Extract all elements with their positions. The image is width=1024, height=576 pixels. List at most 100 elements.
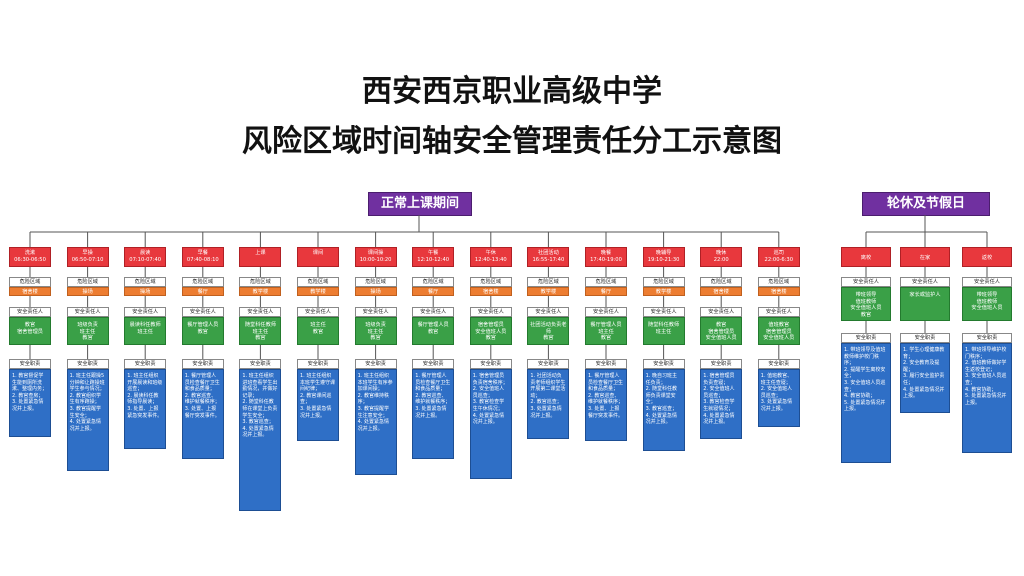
security-person-box: 带班领导值班教师安全值班人员教官 <box>841 287 891 321</box>
security-header: 安全责任人 <box>642 307 685 317</box>
period-holiday-label: 轮休及节假日 <box>862 192 990 216</box>
security-header: 安全责任人 <box>239 307 282 317</box>
security-person-box: 家长或监护人 <box>900 287 950 321</box>
time-slot-box: 在家 <box>900 247 950 267</box>
security-header: 安全责任人 <box>469 307 512 317</box>
zone-header: 危险区域 <box>527 277 570 287</box>
time-slot-box: 上课 <box>239 247 282 267</box>
zone-box: 教学楼 <box>239 287 282 296</box>
duty-header: 安全职责 <box>757 359 800 369</box>
zone-box: 宿舍楼 <box>469 287 512 296</box>
zone-box: 餐厅 <box>181 287 224 296</box>
security-header: 安全责任人 <box>757 307 800 317</box>
zone-header: 危险区域 <box>9 277 51 287</box>
duty-header: 安全职责 <box>297 359 339 369</box>
zone-header: 危险区域 <box>239 277 282 287</box>
time-slot-box: 课间 <box>297 247 339 267</box>
page-title-line1: 西安西京职业高级中学 <box>362 74 662 109</box>
security-header: 安全责任人 <box>297 307 339 317</box>
zone-header: 危险区域 <box>642 277 685 287</box>
duty-box: 1. 餐厅管理人员检查餐厅卫生和食品质量；2. 教官巡查、维护就餐秩序；3. 处… <box>585 369 627 441</box>
page-title-line2: 风险区域时间轴安全管理责任分工示意图 <box>242 124 782 159</box>
security-person-box: 带班领导值班教师安全值班人员 <box>962 287 1012 321</box>
duty-box: 1. 班主任组织本班学生遵守课间纪律；2. 教官课间巡查；3. 处置紧急情况并上… <box>297 369 339 441</box>
duty-header: 安全职责 <box>527 359 570 369</box>
duty-header: 安全职责 <box>9 359 51 369</box>
duty-header: 安全职责 <box>900 333 950 343</box>
zone-box: 宿舍楼 <box>757 287 800 296</box>
zone-box: 教学楼 <box>642 287 685 296</box>
security-header: 安全责任人 <box>900 277 950 287</box>
zone-header: 危险区域 <box>469 277 512 287</box>
security-person-box: 晨读科任教师班主任 <box>124 317 167 345</box>
security-header: 安全责任人 <box>412 307 455 317</box>
security-header: 安全责任人 <box>841 277 891 287</box>
zone-header: 危险区域 <box>354 277 397 287</box>
security-person-box: 随堂科任教师班主任教官 <box>239 317 282 345</box>
duty-box: 1. 宿舍管理员负责查寝；2. 安全值班人员巡查；3. 教官检查学生就寝情况；4… <box>700 369 743 439</box>
duty-box: 1. 班主任组织开展晨读和班级巡查；2. 晨读科任教师指导晨读；3. 处置、上报… <box>124 369 167 449</box>
zone-box: 餐厅 <box>412 287 455 296</box>
security-person-box: 值班教官宿舍管理员安全值班人员 <box>757 317 800 345</box>
duty-box: 1. 带班领导维护校门秩序；2. 值班教师做好学生返校登记；3. 安全值班人员巡… <box>962 343 1012 453</box>
duty-header: 安全职责 <box>239 359 282 369</box>
security-header: 安全责任人 <box>527 307 570 317</box>
duty-header: 安全职责 <box>124 359 167 369</box>
security-header: 安全责任人 <box>962 277 1012 287</box>
zone-header: 危险区域 <box>181 277 224 287</box>
duty-box: 1. 餐厅管理人员检查餐厅卫生和食品质量；2. 教官巡查、维护就餐秩序；3. 处… <box>181 369 224 459</box>
duty-header: 安全职责 <box>66 359 109 369</box>
zone-box: 操场 <box>124 287 167 296</box>
zone-header: 危险区域 <box>66 277 109 287</box>
security-header: 安全责任人 <box>9 307 51 317</box>
zone-header: 危险区域 <box>412 277 455 287</box>
duty-header: 安全职责 <box>642 359 685 369</box>
duty-box: 1. 值班教官、班主任查寝；2. 安全值班人员巡查；3. 处置紧急情况并上报。 <box>757 369 800 427</box>
zone-box: 宿舍楼 <box>9 287 51 296</box>
zone-box: 宿舍楼 <box>700 287 743 296</box>
security-person-box: 班主任教官 <box>297 317 339 345</box>
zone-box: 操场 <box>66 287 109 296</box>
security-header: 安全责任人 <box>66 307 109 317</box>
duty-box: 1. 带班领导及值班教师维护校门秩序；2. 提醒学生离校安全；3. 安全值班人员… <box>841 343 891 463</box>
duty-box: 1. 教官督促学生能到厕所洗漱、整理内务；2. 教官查房；3. 处置紧急情况并上… <box>9 369 51 437</box>
time-slot-box: 离校 <box>841 247 891 267</box>
duty-header: 安全职责 <box>841 333 891 343</box>
security-person-box: 班级负责班主任教官 <box>354 317 397 345</box>
security-person-box: 餐厅管理人员教官 <box>412 317 455 345</box>
zone-header: 危险区域 <box>585 277 627 287</box>
duty-box: 1. 晚自习班主任负责；2. 随堂科任教师负责课堂安全；3. 教官巡查；4. 处… <box>642 369 685 451</box>
zone-header: 危险区域 <box>297 277 339 287</box>
zone-box: 操场 <box>354 287 397 296</box>
zone-box: 餐厅 <box>585 287 627 296</box>
duty-box: 1. 班主任跟操5分钟和让跑操班学生参与情况；2. 教官组织学生有序跑操；3. … <box>66 369 109 471</box>
duty-header: 安全职责 <box>585 359 627 369</box>
zone-header: 危险区域 <box>124 277 167 287</box>
time-slot-box: 返校 <box>962 247 1012 267</box>
duty-header: 安全职责 <box>700 359 743 369</box>
zone-header: 危险区域 <box>757 277 800 287</box>
security-person-box: 班级负责班主任教官 <box>66 317 109 345</box>
duty-box: 1. 班主任组织本班学生有序参加课间操；2. 教官维持秩序；3. 教官提醒学生注… <box>354 369 397 475</box>
zone-box: 教学楼 <box>297 287 339 296</box>
security-header: 安全责任人 <box>354 307 397 317</box>
duty-header: 安全职责 <box>962 333 1012 343</box>
security-person-box: 社团活动负责老师教官 <box>527 317 570 345</box>
security-person-box: 随堂科任教师班主任 <box>642 317 685 345</box>
period-normal-label: 正常上课期间 <box>368 192 472 216</box>
security-person-box: 餐厅管理人员教官 <box>181 317 224 345</box>
security-header: 安全责任人 <box>700 307 743 317</box>
duty-header: 安全职责 <box>181 359 224 369</box>
duty-box: 1. 学生心理健康教育；2. 安全教育及提醒；3. 履行安全监护责任；4. 处置… <box>900 343 950 413</box>
duty-header: 安全职责 <box>412 359 455 369</box>
security-person-box: 教官宿舍管理员 <box>9 317 51 345</box>
